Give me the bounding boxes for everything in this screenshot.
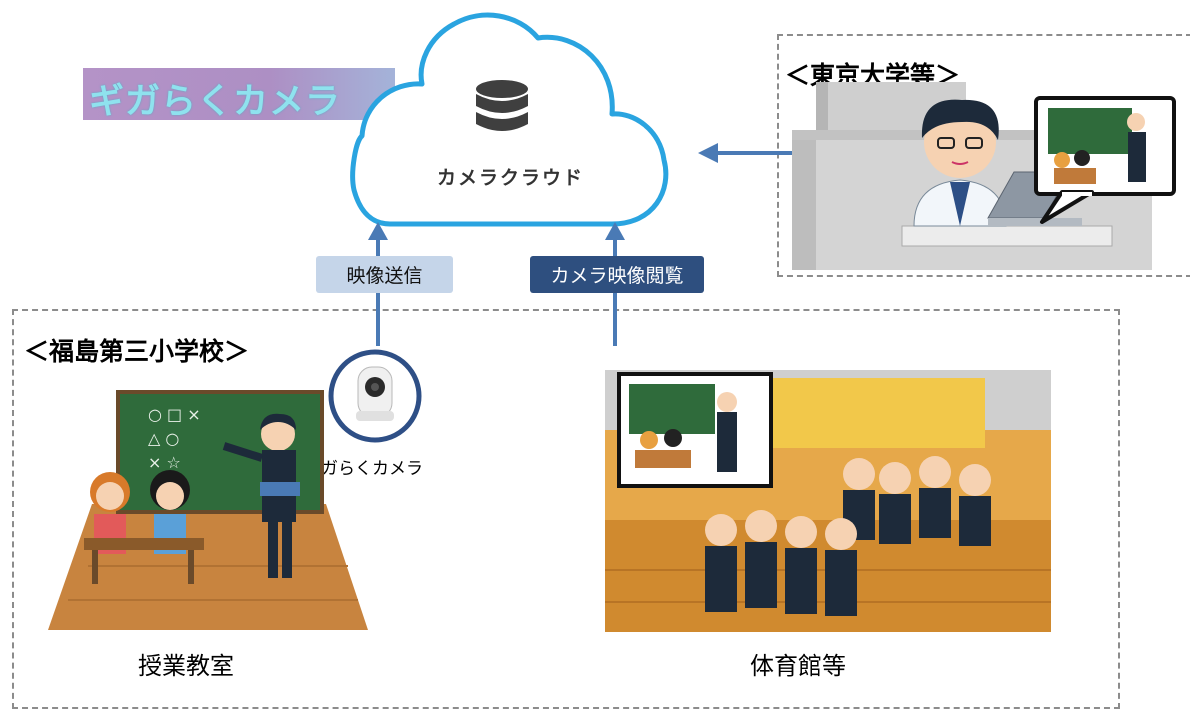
camera-name-label: ギガらくカメラ bbox=[304, 459, 423, 479]
remote-view-bubble bbox=[1034, 96, 1176, 224]
students-figure bbox=[84, 470, 204, 584]
teacher-figure bbox=[222, 413, 300, 578]
svg-text:△ ○: △ ○ bbox=[148, 429, 179, 448]
database-icon bbox=[476, 80, 528, 131]
audience-figures bbox=[705, 456, 991, 616]
svg-text:○ □ ×: ○ □ × bbox=[148, 405, 201, 424]
tokyo-section-box bbox=[777, 34, 1190, 277]
gym-caption: 体育館等 bbox=[750, 652, 846, 680]
video-send-label: 映像送信 bbox=[316, 256, 453, 293]
classroom-caption: 授業教室 bbox=[138, 652, 234, 680]
cloud-label: カメラクラウド bbox=[437, 167, 585, 189]
logo-text: ギガらくカメラ bbox=[89, 82, 342, 122]
gym-illustration bbox=[605, 370, 1051, 632]
classroom-illustration: ○ □ × △ ○ × ☆ bbox=[48, 390, 368, 630]
projection-screen bbox=[617, 372, 773, 488]
school-section-title: ＜福島第三小学校＞ bbox=[24, 337, 250, 366]
camera-device bbox=[328, 349, 422, 443]
camera-view-label: カメラ映像閲覧 bbox=[530, 256, 704, 293]
svg-text:× ☆: × ☆ bbox=[148, 453, 181, 472]
teacher-at-desk bbox=[913, 99, 1007, 227]
